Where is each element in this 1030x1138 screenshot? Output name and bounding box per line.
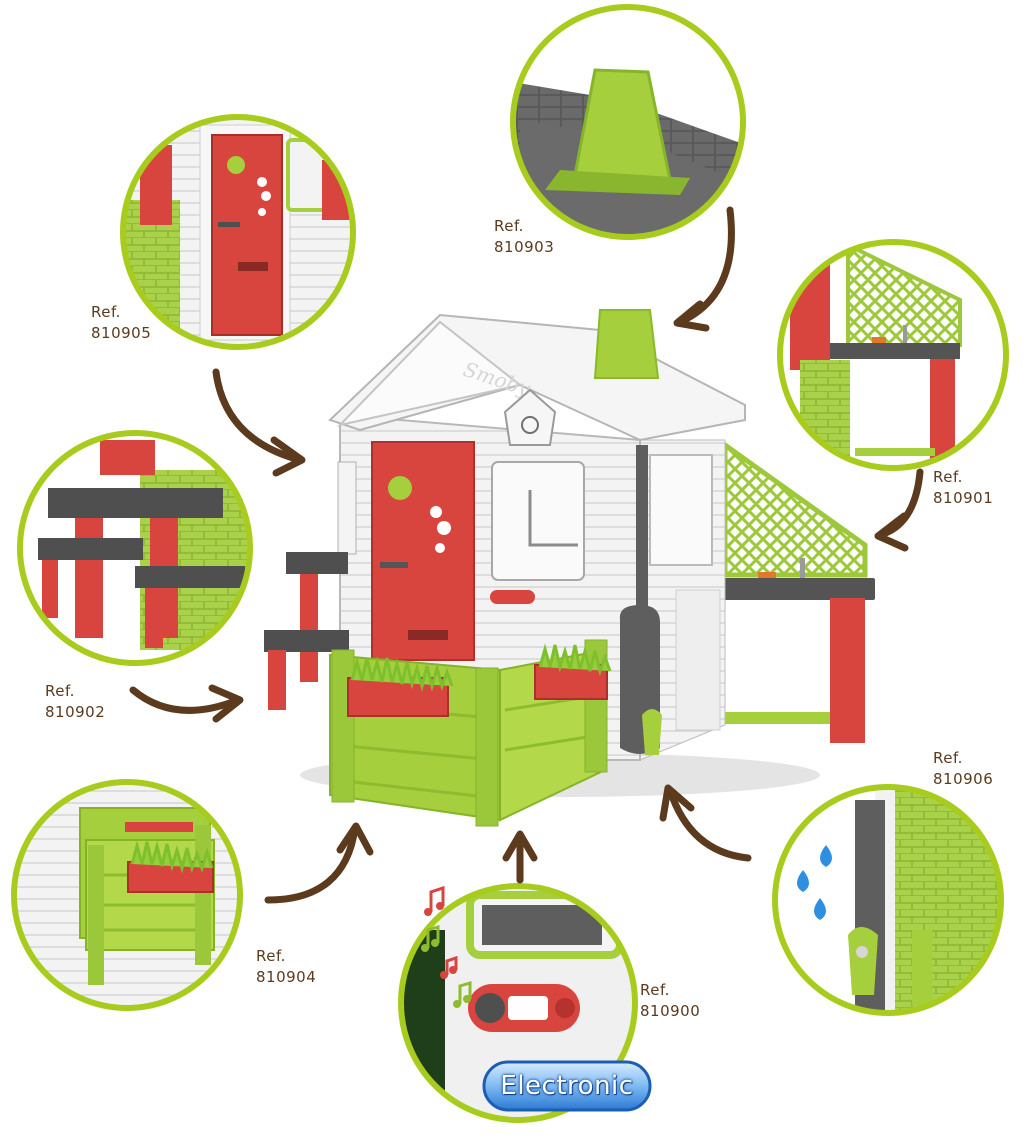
- water-drop-icon: [814, 898, 826, 920]
- ref-label-chimney: Ref. 810903: [494, 216, 554, 258]
- ref-prefix: Ref.: [494, 217, 524, 235]
- detail-kitchen: [777, 239, 1009, 471]
- ref-label-door: Ref. 810905: [91, 302, 151, 344]
- water-drop-icon: [797, 870, 809, 892]
- ref-label-picnic-table: Ref. 810902: [45, 681, 105, 723]
- ref-number: 810902: [45, 703, 106, 721]
- music-note-icon: [421, 924, 440, 952]
- ref-number: 810901: [933, 489, 994, 507]
- front-door: [371, 441, 475, 661]
- detail-water-butt: [772, 784, 1004, 1016]
- kitchen-cabinet: [830, 598, 865, 743]
- arrow-icon: [874, 468, 924, 552]
- chimney: [593, 309, 660, 379]
- arrow-icon: [502, 830, 538, 884]
- ref-number: 810905: [91, 324, 152, 342]
- ref-prefix: Ref.: [256, 947, 286, 965]
- water-drop-icon: [820, 845, 832, 867]
- ref-prefix: Ref.: [640, 981, 670, 999]
- table-top: [48, 488, 223, 518]
- arrow-icon: [264, 822, 374, 904]
- door-closeup: [211, 134, 283, 336]
- electronic-badge: [482, 1060, 652, 1112]
- detail-picnic-table: [17, 430, 253, 666]
- playhouse: Smoby: [264, 309, 875, 827]
- detail-chimney: [510, 4, 746, 240]
- arrow-icon: [659, 784, 752, 862]
- ref-label-water-butt: Ref. 810906: [933, 748, 993, 790]
- music-note-icon: [453, 980, 472, 1008]
- ref-prefix: Ref.: [933, 468, 963, 486]
- detail-circle-ring: [777, 239, 1009, 471]
- detail-door: [120, 114, 356, 350]
- ref-label-doorbell: Ref. 810900: [640, 980, 700, 1022]
- fence-panel-closeup: [85, 839, 215, 951]
- ref-prefix: Ref.: [933, 749, 963, 767]
- arrow-icon: [129, 684, 244, 723]
- detail-fence-planter: [11, 779, 243, 1011]
- detail-circle-ring: [772, 784, 1004, 1016]
- ref-prefix: Ref.: [91, 303, 121, 321]
- music-note-icon: [424, 885, 445, 916]
- detail-circle-ring: [510, 4, 746, 240]
- front-window: [491, 461, 585, 581]
- lattice-panel: [722, 440, 868, 578]
- detail-circle-ring: [398, 883, 638, 1123]
- kitchen-counter: [700, 578, 875, 600]
- arrow-icon: [212, 368, 306, 477]
- detail-doorbell: [398, 883, 652, 1123]
- arrow-icon: [673, 206, 735, 332]
- kitchen-counter-closeup: [830, 343, 960, 359]
- ref-number: 810906: [933, 770, 994, 788]
- ref-label-fence-planter: Ref. 810904: [256, 946, 316, 988]
- electronic-badge-label: Electronic: [500, 1071, 634, 1101]
- detail-circle-ring: [17, 430, 253, 666]
- ref-number: 810900: [640, 1002, 701, 1020]
- ref-number: 810903: [494, 238, 555, 256]
- ref-prefix: Ref.: [45, 682, 75, 700]
- detail-circle-ring: [11, 779, 243, 1011]
- detail-circle-ring: [120, 114, 356, 350]
- ref-number: 810904: [256, 968, 317, 986]
- music-note-icon: [440, 955, 458, 979]
- ref-label-kitchen: Ref. 810901: [933, 467, 993, 509]
